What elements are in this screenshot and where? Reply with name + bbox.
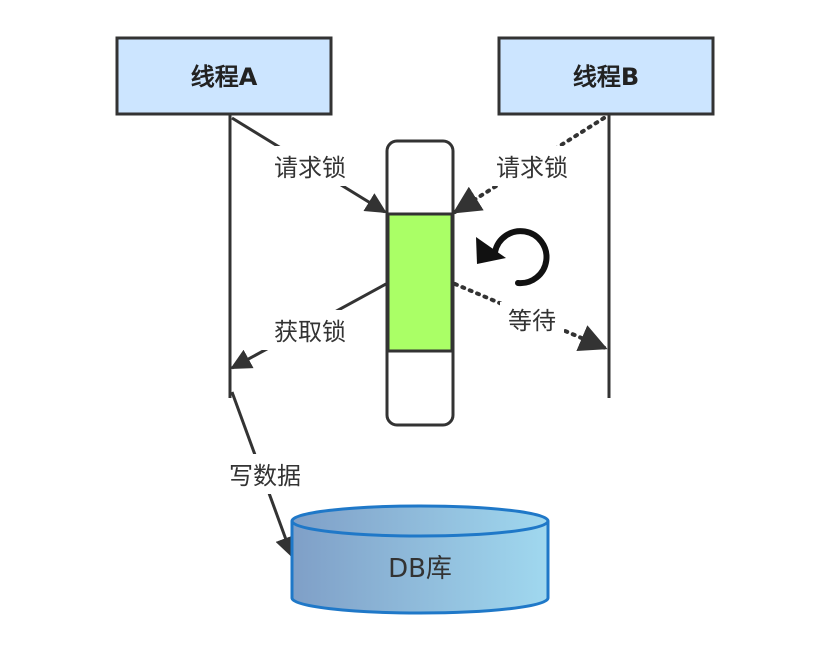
a-request-label: 请求锁	[274, 154, 346, 182]
write-data-label: 写数据	[229, 462, 301, 490]
rotate-ccw-icon	[476, 228, 550, 287]
thread-b-label: 线程B	[573, 63, 639, 91]
lock	[385, 139, 455, 427]
database-label: DB库	[388, 554, 452, 584]
b-wait-label: 等待	[508, 307, 556, 335]
a-acquire-label: 获取锁	[274, 318, 346, 346]
thread-a-label: 线程A	[191, 63, 258, 91]
thread-a-box: 线程A	[115, 36, 333, 116]
lock-active-segment	[386, 212, 454, 353]
thread-b-box: 线程B	[497, 36, 715, 116]
b-request-label: 请求锁	[496, 154, 568, 182]
database-cylinder: DB库	[290, 504, 550, 615]
